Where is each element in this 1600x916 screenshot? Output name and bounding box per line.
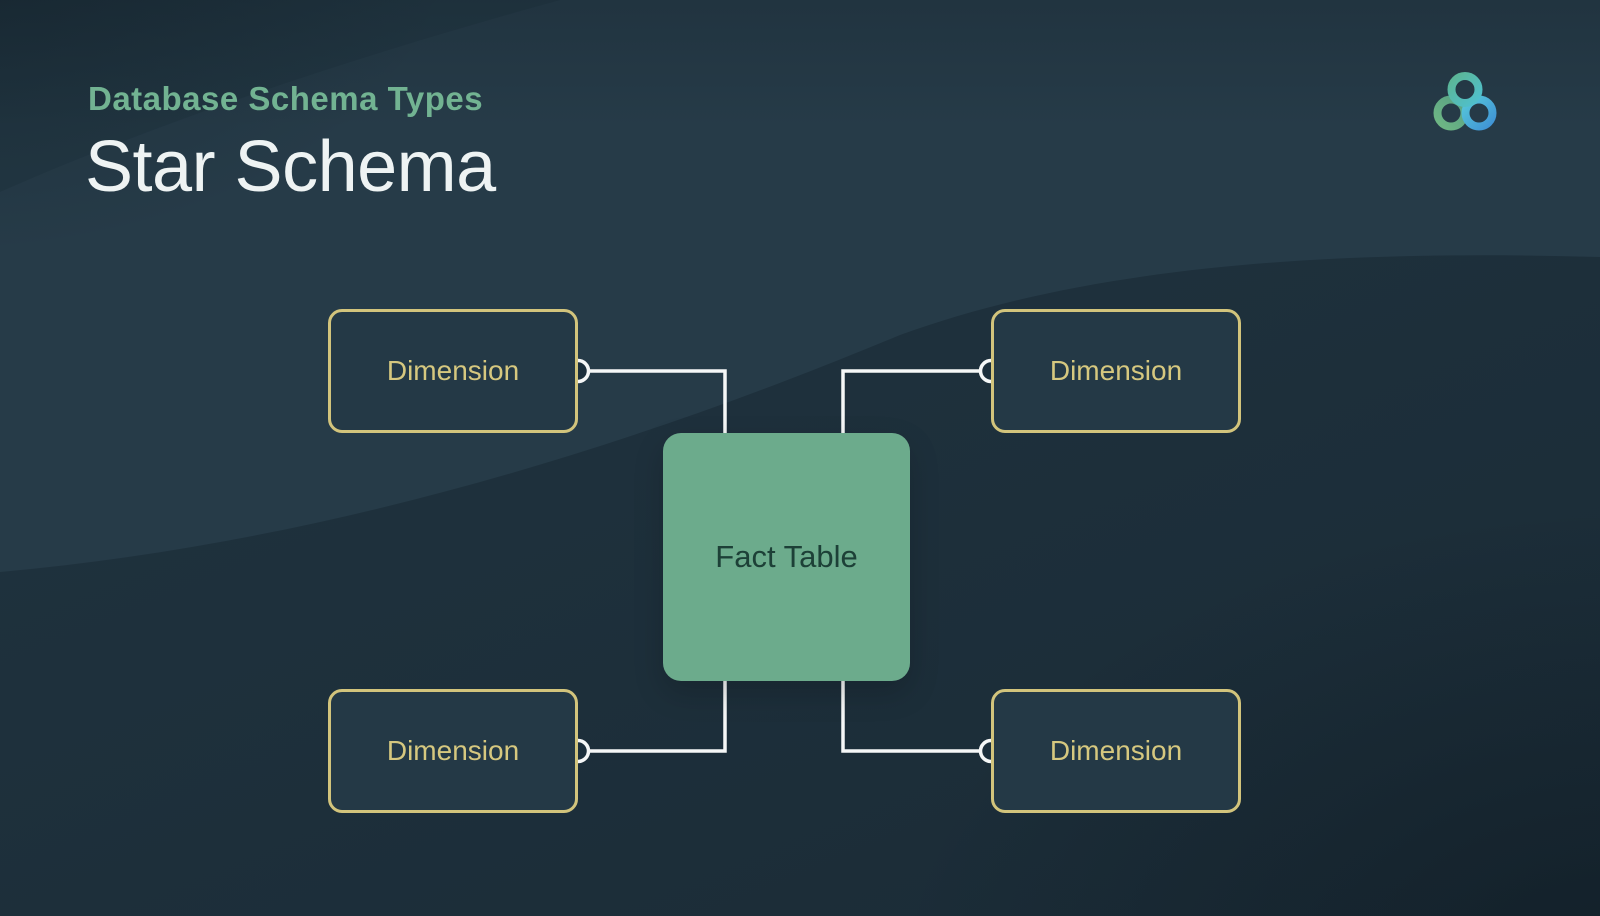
dimension-table-top-left: Dimension (328, 309, 578, 433)
connector-top-left (578, 369, 727, 433)
dimension-label: Dimension (386, 735, 520, 766)
dimension-table-bottom-left: Dimension (328, 689, 578, 813)
dimension-table-top-right: Dimension (991, 309, 1241, 433)
dimension-table-bottom-right: Dimension (991, 689, 1241, 813)
dimension-label: Dimension (1049, 735, 1183, 766)
slide-category-label: Database Schema Types (88, 80, 484, 117)
page-title: Star Schema (85, 127, 496, 207)
fact-table: Fact Table (663, 433, 910, 681)
fact-table-label: Fact Table (715, 539, 858, 574)
background-corner-shade (0, 0, 560, 192)
brand-logo-icon (1433, 72, 1497, 131)
logo-top-loop (1447, 72, 1483, 107)
connector-bottom-right (841, 681, 991, 753)
dimension-label: Dimension (386, 355, 520, 386)
dimension-label: Dimension (1049, 355, 1183, 386)
connector-bottom-left (578, 681, 727, 753)
connector-top-right (841, 369, 991, 433)
